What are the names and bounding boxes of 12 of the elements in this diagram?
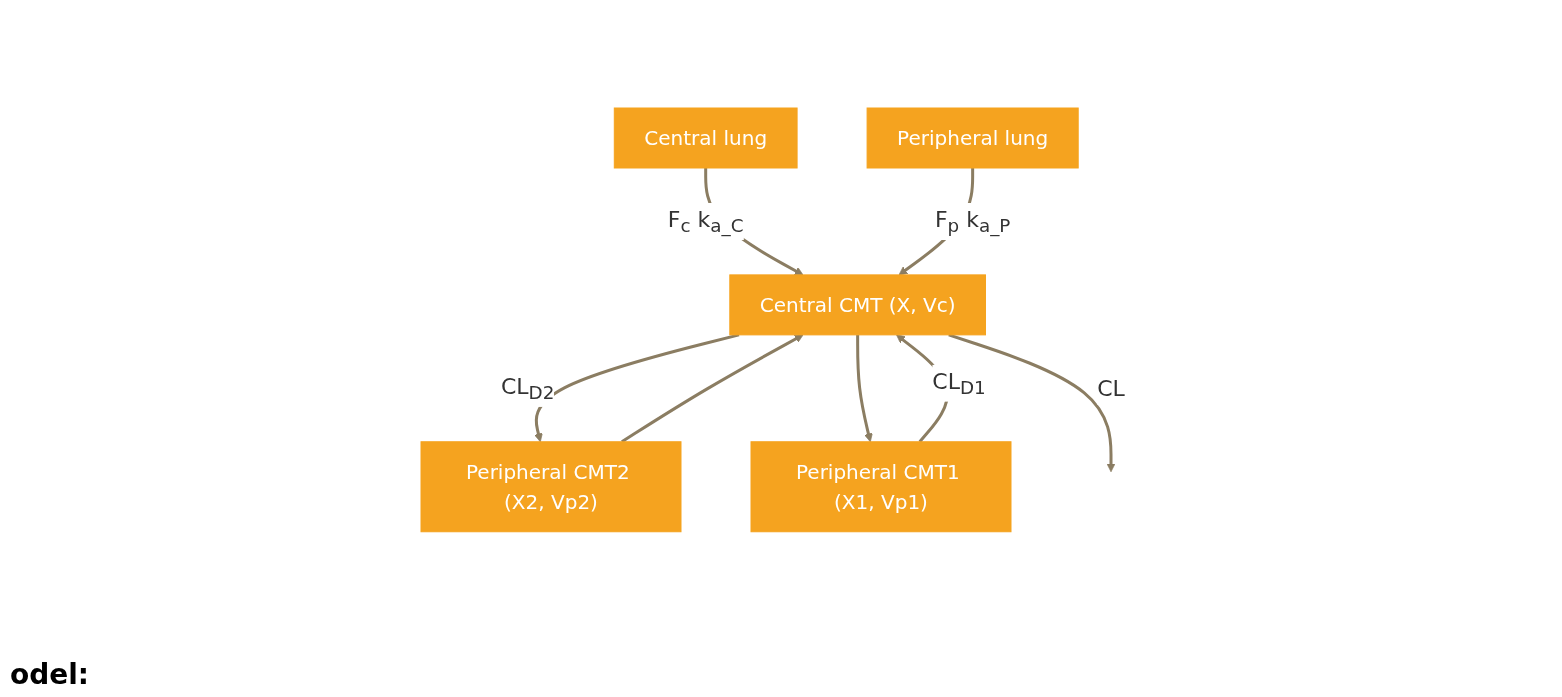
edge-label: CL	[1097, 375, 1125, 401]
edge-label: F$_{p}$ k$_{a_P}$	[934, 207, 1011, 237]
node-box: Central lung	[613, 107, 798, 169]
arrow	[856, 335, 873, 443]
node-box: Peripheral CMT2 (X2, Vp2)	[420, 441, 682, 533]
node-box: Central CMT (X, Vc)	[729, 274, 986, 336]
edge-label: CL$_{D2}$	[500, 374, 555, 404]
node-box: Peripheral CMT1 (X1, Vp1)	[750, 441, 1012, 533]
node-box: Peripheral lung	[866, 107, 1079, 169]
edge-label: F$_{c}$ k$_{a_C}$	[667, 207, 744, 237]
edge-label: CL$_{D1}$	[932, 368, 986, 399]
note-text: odel:	[10, 658, 90, 691]
